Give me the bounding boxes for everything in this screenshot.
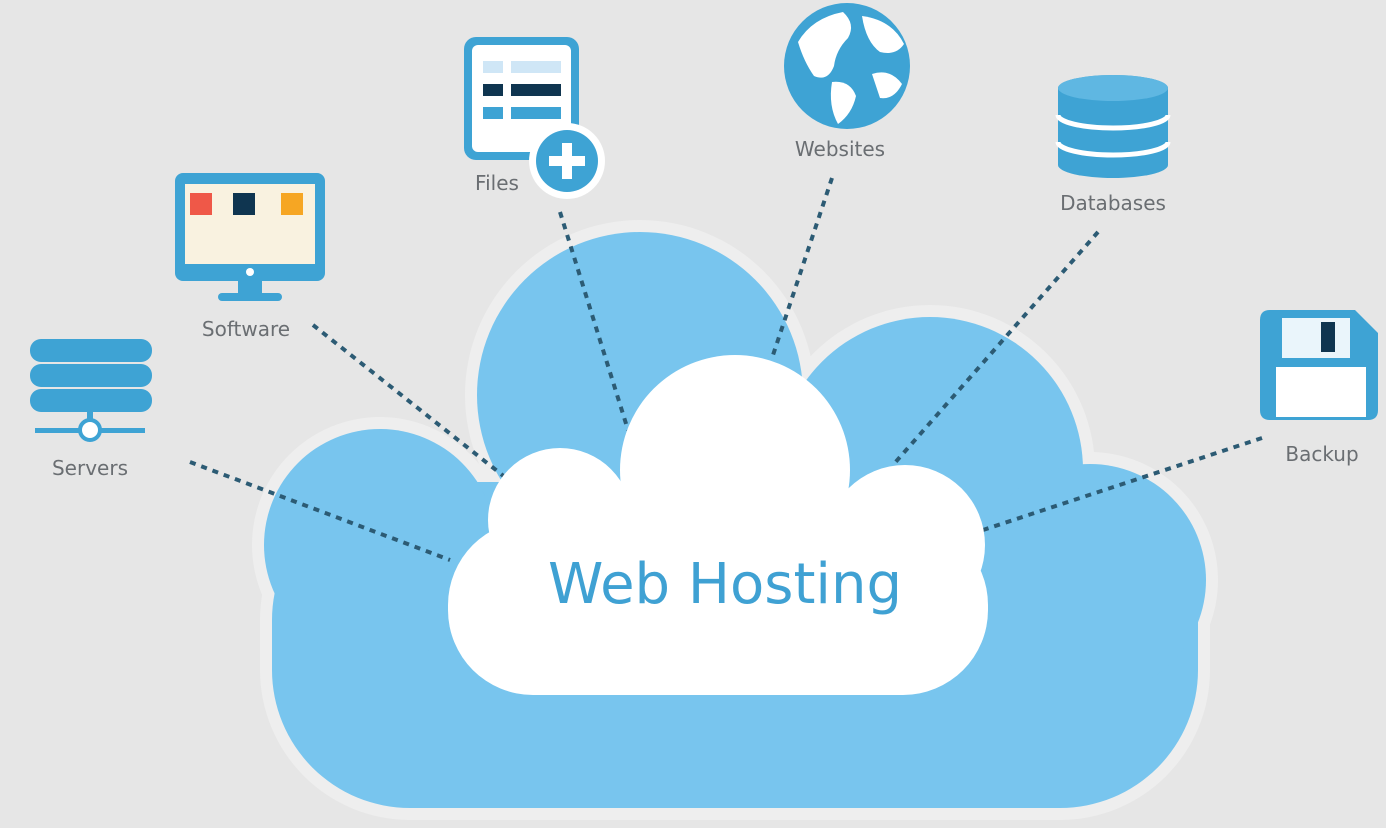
backup-label: Backup [1285,442,1358,466]
connector-websites [771,177,834,356]
database-icon [1055,75,1171,178]
inner-cloud [448,355,988,695]
floppy-disk-icon [1260,310,1378,420]
globe-icon [784,3,910,129]
connector-files [558,211,630,431]
connector-software [311,323,532,499]
monitor-icon [175,173,325,301]
backup-node: Backup [1260,310,1378,466]
files-node: Files [464,37,605,199]
databases-label: Databases [1060,191,1166,215]
server-rack-icon [30,339,152,442]
software-node: Software [175,173,325,341]
servers-label: Servers [52,456,128,480]
connector-backup [982,436,1263,532]
center-title: Web Hosting [548,552,902,617]
websites-node: Websites [784,3,910,161]
software-label: Software [202,317,290,341]
document-add-icon [464,37,605,199]
connector-databases [891,230,1100,467]
websites-label: Websites [795,137,885,161]
servers-node: Servers [30,339,152,480]
files-label: Files [475,171,519,195]
connector-servers [189,460,451,562]
connector-lines [189,177,1263,562]
databases-node: Databases [1055,75,1171,215]
